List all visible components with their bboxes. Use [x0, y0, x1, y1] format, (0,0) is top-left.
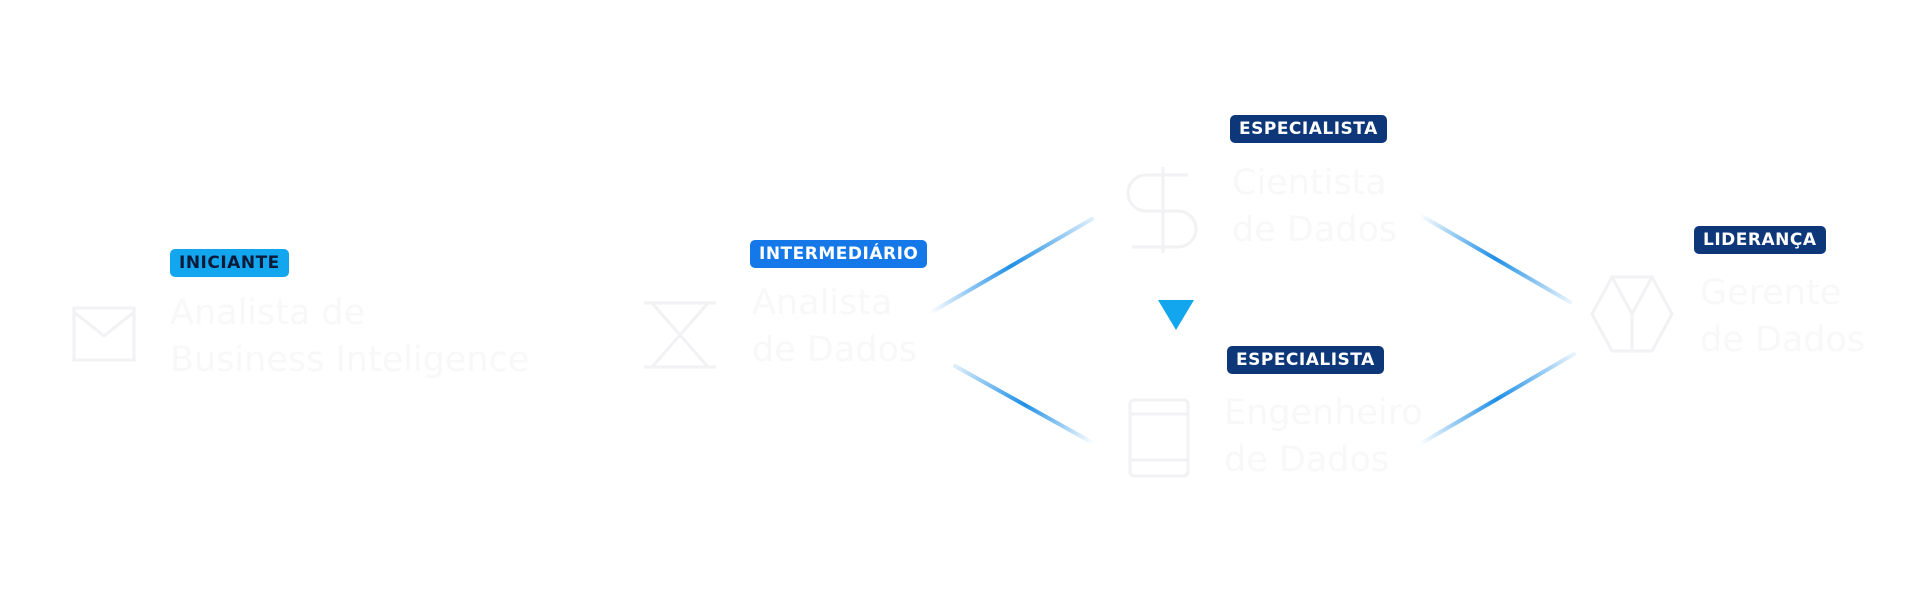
hourglass-icon	[642, 300, 718, 370]
triangle-down-icon	[1156, 298, 1196, 336]
node-title-data-manager: Gerente de Dados	[1700, 270, 1865, 364]
level-badge-intermediario: INTERMEDIÁRIO	[750, 240, 928, 268]
level-badge-especialista: ESPECIALISTA	[1230, 115, 1387, 143]
title-line-2: de Dados	[752, 330, 918, 370]
node-title-data-scientist: Cientista de Dados	[1232, 160, 1397, 254]
title-line-1: Cientista	[1232, 163, 1387, 203]
node-title-data-engineer: Engenheiro de Dados	[1224, 390, 1423, 484]
dollar-icon	[1118, 165, 1208, 255]
title-line-2: de Dados	[1700, 320, 1866, 360]
connector-engineer-to-manager	[1418, 352, 1576, 446]
title-line-1: Analista de	[170, 293, 366, 333]
hexagon-cube-icon	[1590, 274, 1674, 354]
title-line-1: Engenheiro	[1224, 393, 1423, 433]
level-badge-lideranca: LIDERANÇA	[1694, 226, 1826, 254]
title-line-2: Business Inteligence	[170, 340, 530, 380]
level-badge-iniciante: INICIANTE	[170, 249, 289, 277]
title-line-1: Analista	[752, 283, 893, 323]
envelope-icon	[72, 304, 136, 364]
connector-scientist-to-manager	[1418, 213, 1572, 304]
title-line-2: de Dados	[1232, 210, 1398, 250]
node-title-bi-analyst: Analista de Business Inteligence	[170, 290, 529, 384]
level-badge-especialista: ESPECIALISTA	[1227, 346, 1384, 374]
title-line-1: Gerente	[1700, 273, 1842, 313]
phone-icon	[1126, 398, 1192, 478]
title-line-2: de Dados	[1224, 440, 1390, 480]
node-title-data-analyst: Analista de Dados	[752, 280, 917, 374]
connector-analyst-to-engineer	[953, 364, 1095, 445]
connector-analyst-to-scientist	[928, 217, 1094, 315]
